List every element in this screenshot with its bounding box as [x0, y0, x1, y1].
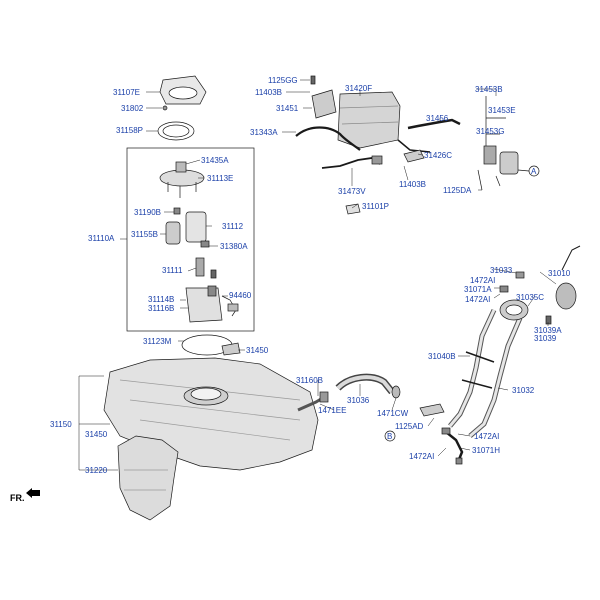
label-31039: 31039: [534, 334, 557, 343]
fuel-pump: [195, 257, 205, 277]
label-31111: 31111: [162, 266, 183, 275]
label-31453e: 31453E: [488, 106, 516, 115]
label-1125da: 1125DA: [443, 186, 472, 195]
front-direction-label: FR.: [10, 493, 25, 503]
bracket-31426c: [403, 149, 425, 163]
label-31450-bottom: 31450: [85, 430, 108, 439]
label-31435a: 31435A: [201, 156, 229, 165]
label-11403b-bottom: 11403B: [399, 180, 426, 189]
label-31114b: 31114B: [148, 295, 175, 304]
pump-assembly-box: [126, 147, 255, 332]
label-31473v: 31473V: [338, 187, 366, 196]
label-1472ai-bottom: 1472AI: [409, 452, 435, 461]
label-circle-b: B: [387, 432, 393, 441]
label-94460: 94460: [229, 291, 252, 300]
label-31010: 31010: [548, 269, 571, 278]
label-31380a: 31380A: [220, 242, 248, 251]
fuel-cap: [555, 282, 577, 310]
label-1472ai-right: 1472AI: [474, 432, 500, 441]
sticker-31101p: [345, 203, 361, 215]
vapor-hose: [295, 126, 361, 151]
label-31113e: 31113E: [207, 174, 234, 183]
pump-flange: [159, 169, 205, 187]
label-31426c: 31426C: [424, 151, 453, 160]
label-31036: 31036: [347, 396, 370, 405]
hose-31473v: [321, 157, 381, 169]
label-31123m: 31123M: [143, 337, 172, 346]
label-31112: 31112: [222, 222, 244, 231]
front-arrow-icon: [26, 488, 40, 498]
heat-shield: [117, 435, 179, 521]
label-31451: 31451: [276, 104, 299, 113]
label-31453g: 31453G: [476, 127, 505, 136]
label-31116b: 31116B: [148, 304, 175, 313]
bolt-1125gg: [310, 75, 316, 85]
label-31071h: 31071H: [472, 446, 501, 455]
valve-31453: [483, 145, 497, 165]
label-31107e: 31107E: [113, 88, 140, 97]
label-31456: 31456: [426, 114, 449, 123]
label-31190b: 31190B: [134, 208, 161, 217]
reservoir-cup: [185, 287, 223, 323]
marker-b: [384, 430, 396, 442]
label-31040b: 31040B: [428, 352, 456, 361]
label-31802: 31802: [121, 104, 144, 113]
fuel-filter: [185, 211, 207, 243]
label-31160b: 31160B: [296, 376, 323, 385]
label-31420f: 31420F: [345, 84, 373, 93]
label-31071a: 31071A: [464, 285, 492, 294]
label-31158p: 31158P: [116, 126, 143, 135]
label-1125gg: 1125GG: [268, 76, 298, 85]
label-1472ai-mid: 1472AI: [465, 295, 491, 304]
label-31110a: 31110A: [88, 234, 115, 243]
bolt-31802: [162, 105, 168, 111]
label-31101p: 31101P: [362, 202, 389, 211]
label-31220: 31220: [85, 466, 108, 475]
hose-31071h: [445, 431, 464, 463]
canister-bracket: [311, 89, 337, 119]
label-circle-a: A: [531, 167, 537, 176]
label-31450-top: 31450: [246, 346, 269, 355]
label-1472ai-top: 1472AI: [470, 276, 496, 285]
label-31343a: 31343A: [250, 128, 278, 137]
plate-31450: [221, 342, 241, 356]
label-31035c: 31035C: [516, 293, 545, 302]
label-31039a: 31039A: [534, 326, 562, 335]
label-1471ee: 1471EE: [318, 406, 347, 415]
label-31155b: 31155B: [131, 230, 158, 239]
label-31032: 31032: [512, 386, 535, 395]
label-31453b: 31453B: [475, 85, 503, 94]
label-11403b-top: 11403B: [255, 88, 282, 97]
label-1471cw: 1471CW: [377, 409, 409, 418]
filter-cap: [165, 221, 181, 245]
label-1125ad: 1125AD: [395, 422, 424, 431]
label-31150: 31150: [50, 420, 72, 429]
label-31033: 31033: [490, 266, 513, 275]
